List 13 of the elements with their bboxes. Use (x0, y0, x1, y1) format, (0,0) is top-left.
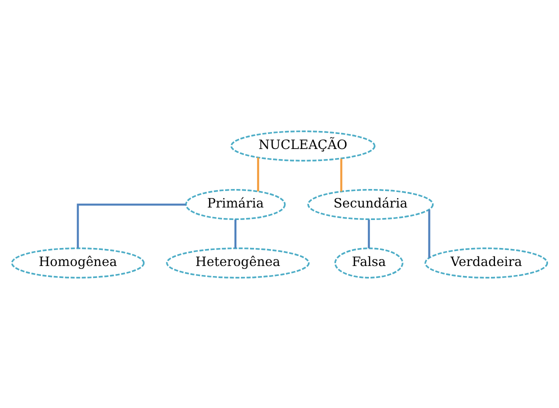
node-ellipse: Primária (185, 188, 286, 220)
connector (234, 219, 236, 248)
node-ellipse: Secundária (307, 188, 434, 220)
connector (257, 157, 260, 191)
connector (76, 203, 186, 248)
connector (368, 219, 370, 248)
node-ellipse: Homogênea (11, 247, 145, 278)
node-ellipse: Heterogênea (166, 247, 310, 278)
connector (340, 158, 342, 191)
connector (428, 209, 430, 258)
node-ellipse: NUCLEAÇÃO (230, 130, 376, 161)
node-ellipse: Falsa (334, 247, 404, 278)
node-ellipse: Verdadeira (424, 247, 548, 278)
